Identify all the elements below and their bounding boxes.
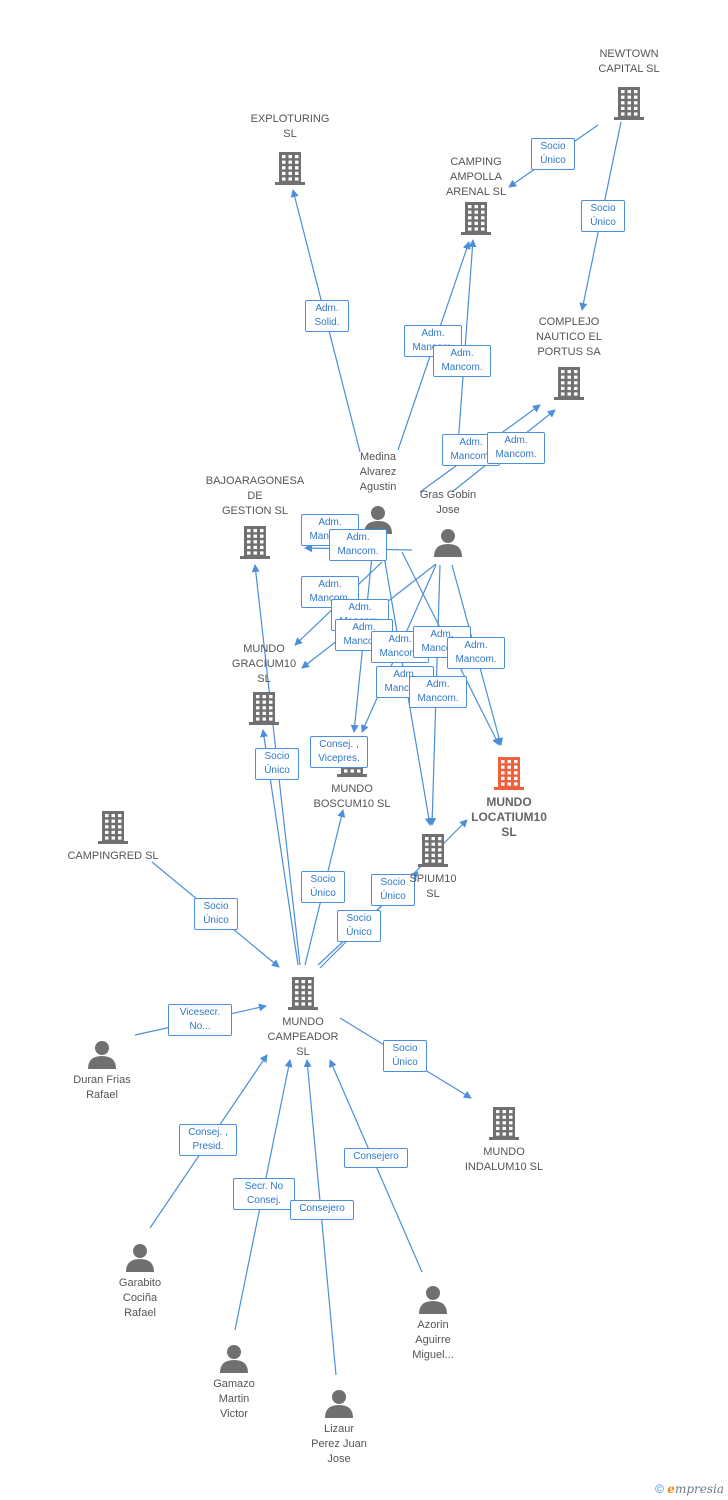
edge-label[interactable]: Socio Único [337, 910, 381, 942]
icons-layer [88, 87, 644, 1418]
brand-logo[interactable]: empresia [667, 1482, 724, 1496]
building-icon-campeador[interactable] [288, 977, 318, 1010]
building-icon-complejo[interactable] [554, 367, 584, 400]
node-label-newtown[interactable]: NEWTOWN CAPITAL SL [598, 48, 660, 75]
edge-label[interactable]: Adm. Mancom. [487, 432, 545, 464]
copyright-symbol: © [655, 1482, 664, 1496]
person-icon-azorin[interactable] [419, 1286, 447, 1314]
edge-label[interactable]: Consejero [344, 1148, 408, 1168]
node-label-complejo[interactable]: COMPLEJO NAUTICO EL PORTUS SA [535, 316, 602, 358]
brand-initial: e [667, 1482, 675, 1496]
edge-label[interactable]: Socio Único [371, 874, 415, 906]
building-icon-gracium[interactable] [249, 692, 279, 725]
node-label-locatium[interactable]: MUNDO LOCATIUM10 SL [471, 795, 547, 839]
building-icon-spium[interactable] [418, 834, 448, 867]
footer: © empresia [655, 1482, 724, 1496]
node-label-gras[interactable]: Gras Gobin Jose [419, 489, 477, 516]
node-label-gracium[interactable]: MUNDO GRACIUM10 SL [231, 643, 297, 685]
person-icon-garabito[interactable] [126, 1244, 154, 1272]
node-label-spium[interactable]: SPIUM10 SL [409, 873, 457, 900]
node-label-medina[interactable]: Medina Alvarez Agustin [359, 451, 397, 493]
edges-layer [134, 121, 622, 1376]
brand-name: mpresia [674, 1482, 724, 1496]
building-icon-indalum[interactable] [489, 1107, 519, 1140]
node-label-exploturing[interactable]: EXPLOTURING SL [250, 113, 330, 140]
node-label-garabito[interactable]: Garabito Cociña Rafael [118, 1277, 162, 1319]
edge-label[interactable]: Adm. Solid. [305, 300, 349, 332]
node-label-duran[interactable]: Duran Frias Rafael [73, 1074, 131, 1101]
node-label-camping_ampolla[interactable]: CAMPING AMPOLLA ARENAL SL [445, 156, 507, 198]
node-label-azorin[interactable]: Azorin Aguirre Miguel... [412, 1319, 454, 1361]
edge-label[interactable]: Socio Único [194, 898, 238, 930]
person-icon-gras[interactable] [434, 529, 462, 557]
edge-label[interactable]: Socio Único [383, 1040, 427, 1072]
node-label-gamazo[interactable]: Gamazo Martin Victor [213, 1378, 255, 1420]
edge-label[interactable]: Adm. Mancom. [433, 345, 491, 377]
edge-label[interactable]: Adm. Mancom. [335, 619, 393, 651]
building-icon-locatium[interactable] [494, 757, 524, 790]
edge-label[interactable]: Consejero [290, 1200, 354, 1220]
node-label-campeador[interactable]: MUNDO CAMPEADOR SL [267, 1016, 339, 1058]
edge-label[interactable]: Adm. Mancom. [447, 637, 505, 669]
node-label-indalum[interactable]: MUNDO INDALUM10 SL [464, 1146, 544, 1173]
building-icon-bajoaragonesa[interactable] [240, 526, 270, 559]
building-icon-newtown[interactable] [614, 87, 644, 120]
edge-label[interactable]: Consej. , Vicepres. [310, 736, 368, 768]
edge-label[interactable]: Socio Único [581, 200, 625, 232]
edge-label[interactable]: Adm. Mancom. [329, 529, 387, 561]
edge-label[interactable]: Secr. No Consej. [233, 1178, 295, 1210]
building-icon-campingred[interactable] [98, 811, 128, 844]
node-label-lizaur[interactable]: Lizaur Perez Juan Jose [311, 1423, 367, 1465]
edge-label[interactable]: Socio Único [301, 871, 345, 903]
edge-gras-camping_ampolla [457, 239, 477, 446]
edge-label[interactable]: Consej. , Presid. [179, 1124, 237, 1156]
edge-label[interactable]: Socio Único [531, 138, 575, 170]
person-icon-duran[interactable] [88, 1041, 116, 1069]
edge-label[interactable]: Adm. Mancom. [409, 676, 467, 708]
node-label-boscum[interactable]: MUNDO BOSCUM10 SL [313, 783, 391, 810]
person-icon-lizaur[interactable] [325, 1390, 353, 1418]
edge-label[interactable]: Socio Único [255, 748, 299, 780]
node-label-campingred[interactable]: CAMPINGRED SL [67, 850, 159, 862]
edge-label[interactable]: Vicesecr. No... [168, 1004, 232, 1036]
building-icon-camping_ampolla[interactable] [461, 202, 491, 235]
person-icon-gamazo[interactable] [220, 1345, 248, 1373]
node-label-bajoaragonesa[interactable]: BAJOARAGONESA DE GESTION SL [205, 475, 305, 517]
building-icon-exploturing[interactable] [275, 152, 305, 185]
